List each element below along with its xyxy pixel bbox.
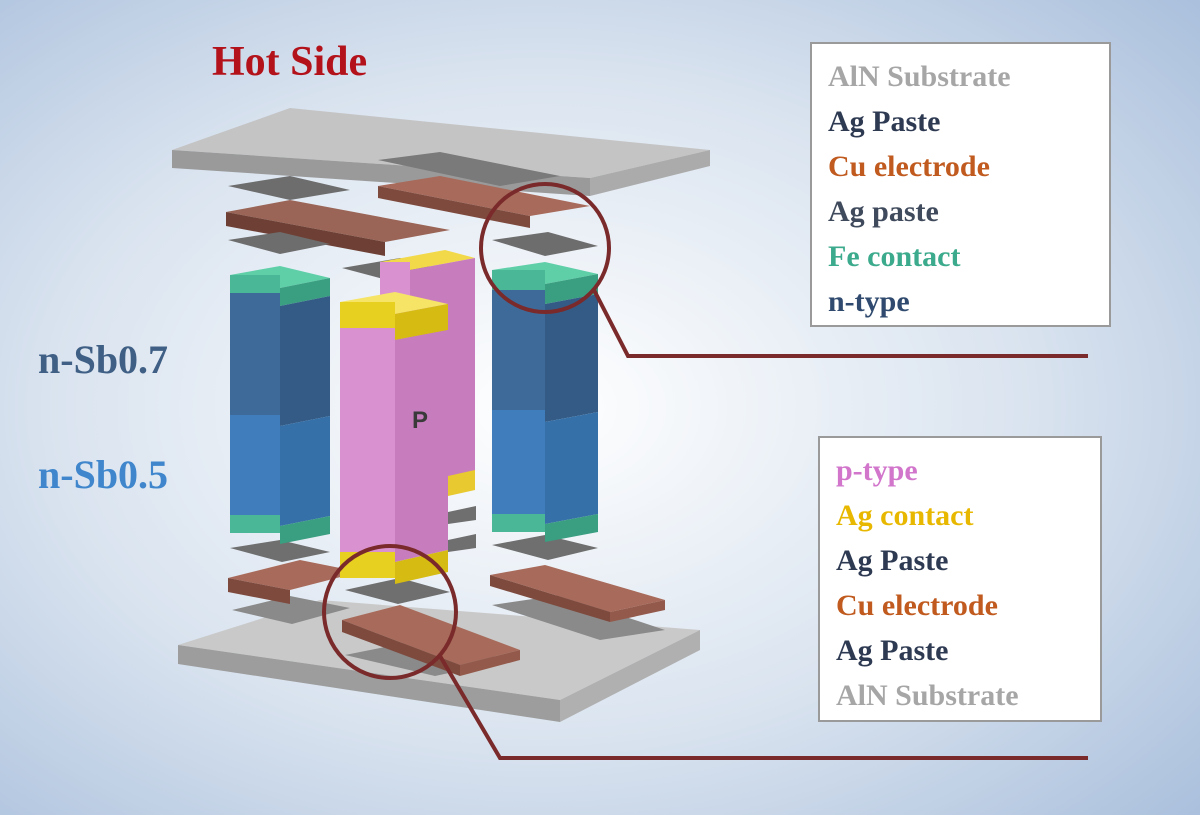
legend-item-aln-substrate: AlN Substrate [828, 60, 1011, 93]
ag-paste-under-p-leg [448, 506, 476, 524]
legend-item-ag-paste: Ag Paste [828, 105, 941, 138]
p-leg-label: P [412, 407, 428, 434]
ag-paste-under-p-leg [448, 534, 476, 552]
legend-item-p-type: p-type [836, 454, 918, 487]
legend-bottom: p-type Ag contact Ag Paste Cu electrode … [818, 436, 1102, 722]
top-ag-paste [228, 176, 350, 200]
legend-item-ag-contact: Ag contact [836, 499, 974, 532]
n-sb07-label: n-Sb0.7 [38, 337, 169, 382]
legend-item-aln-substrate: AlN Substrate [836, 679, 1019, 712]
bottom-cu-electrode [228, 560, 360, 604]
n-type-leg-left [230, 266, 330, 544]
top-ag-paste [492, 232, 598, 256]
ag-paste-under-p-leg [345, 578, 450, 604]
legend-top: AlN Substrate Ag Paste Cu electrode Ag p… [810, 42, 1111, 327]
callout-top [479, 182, 1088, 358]
callout-bottom [322, 544, 1088, 760]
top-aln-substrate [172, 108, 710, 196]
ag-paste-under-n-leg [230, 540, 330, 562]
bottom-ag-paste [232, 596, 350, 624]
ag-paste-under-n-leg [492, 535, 598, 560]
hot-side-title: Hot Side [212, 39, 368, 85]
top-ag-paste [378, 152, 560, 186]
n-sb05-label: n-Sb0.5 [38, 452, 169, 497]
bottom-ag-paste [492, 595, 665, 640]
legend-item-cu-electrode: Cu electrode [836, 589, 998, 622]
n-type-leg-right [492, 262, 598, 542]
legend-item-n-type: n-type [828, 285, 910, 318]
legend-item-ag-paste: Ag Paste [836, 544, 949, 577]
bottom-cu-electrode [490, 565, 665, 622]
top-cu-electrode [226, 200, 450, 256]
top-ag-paste [228, 232, 330, 254]
legend-item-ag-paste: Ag paste [828, 195, 939, 228]
p-type-leg-front: P [340, 292, 448, 584]
legend-item-ag-paste: Ag Paste [836, 634, 949, 667]
legend-item-cu-electrode: Cu electrode [828, 150, 990, 183]
top-cu-electrode [378, 176, 590, 228]
legend-item-fe-contact: Fe contact [828, 240, 961, 273]
